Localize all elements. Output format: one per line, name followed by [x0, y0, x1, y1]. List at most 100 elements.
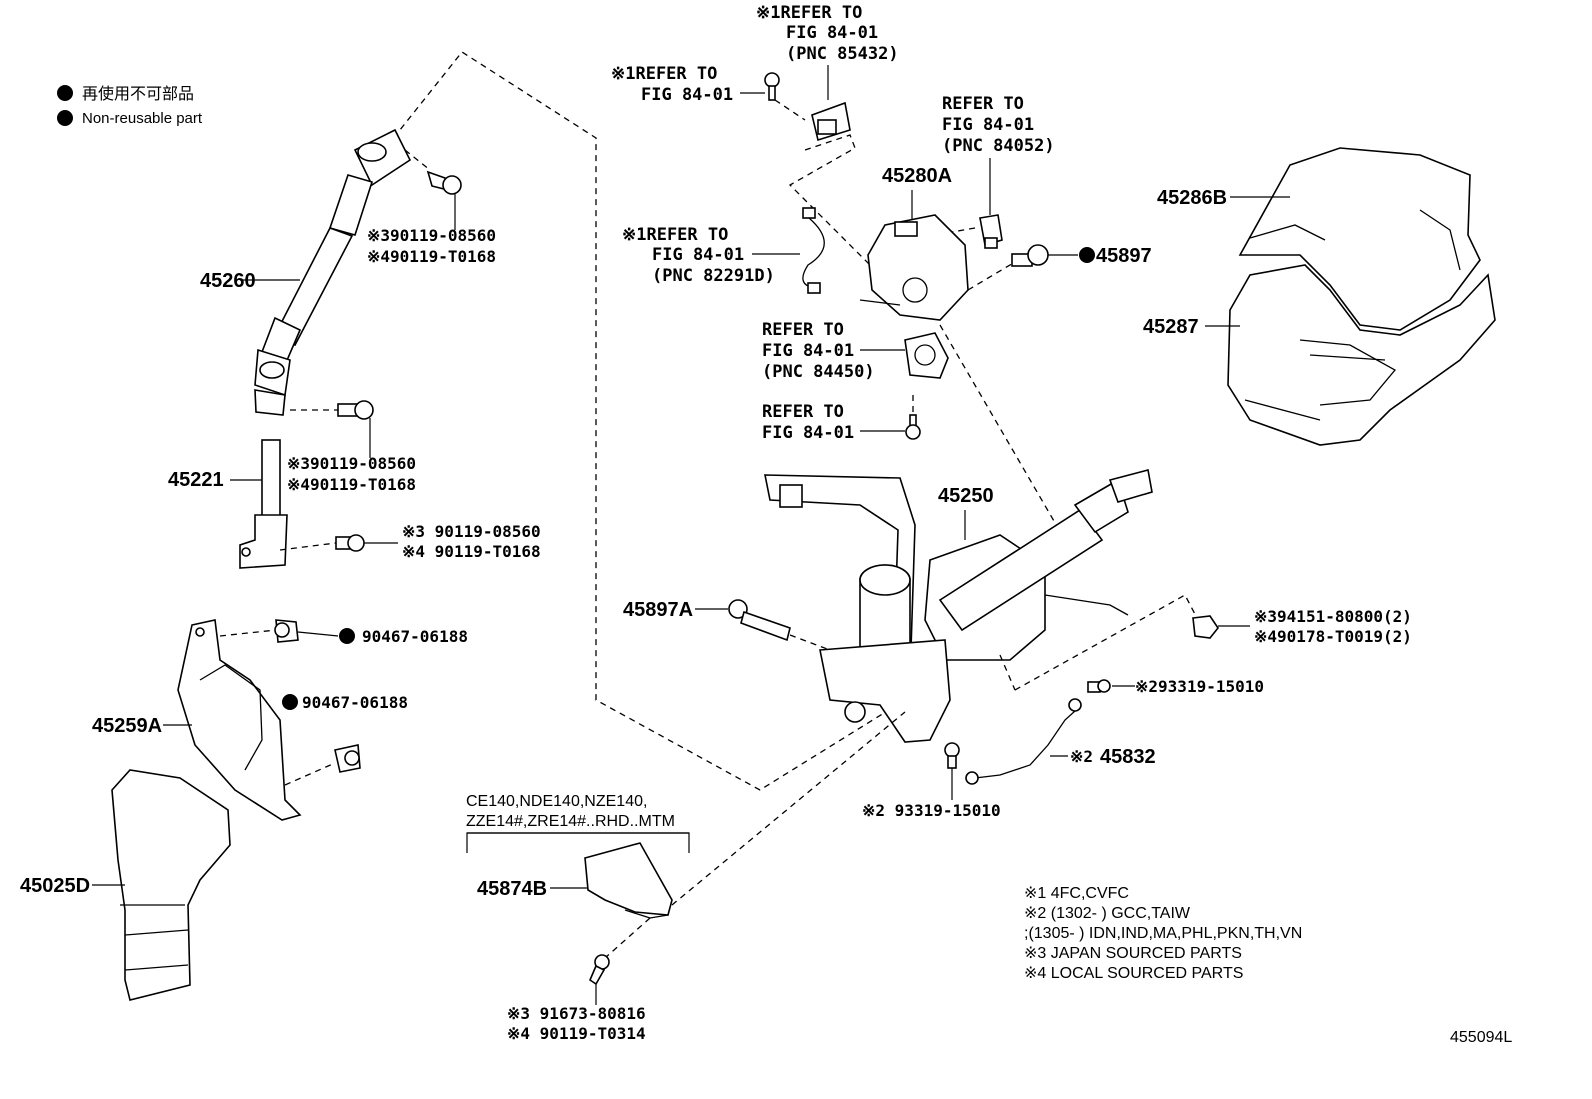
- footnotes: ※1 4FC,CVFC ※2 (1302- ) GCC,TAIW ;(1305-…: [1024, 885, 1302, 982]
- non-reusable-bullet-icon: [57, 110, 73, 126]
- bolt-icon: [1087, 679, 1111, 693]
- part-45259A: 45259A: [92, 715, 162, 737]
- steering-column-45250: [764, 469, 1153, 743]
- assembly-dashed-line: [379, 51, 906, 791]
- reference-text: (PNC 85432): [786, 44, 899, 64]
- bolt-label: ※2 93319-15010: [862, 801, 1001, 820]
- bolt-icon: [944, 742, 960, 769]
- reference-text: FIG 84-01: [786, 23, 878, 43]
- screw-icon: [589, 954, 610, 986]
- bolt-label: ※490119-T0168: [287, 475, 416, 494]
- reference-text: REFER TO: [942, 94, 1024, 114]
- intermediate-shaft-45260: [254, 128, 412, 416]
- part-45280A: 45280A: [882, 165, 952, 187]
- bolt-icon: [337, 400, 374, 420]
- reference-text: FIG 84-01: [762, 423, 854, 443]
- non-reusable-bullet-icon: [1079, 247, 1095, 263]
- non-reusable-bullet-icon: [339, 628, 355, 644]
- dashed-line: [939, 324, 1066, 541]
- reference-text: FIG 84-01: [762, 341, 854, 361]
- reference-text: (PNC 84052): [942, 136, 1055, 156]
- cover-45259A: [177, 619, 302, 821]
- dashed-line: [774, 99, 806, 121]
- part-45221: 45221: [168, 469, 224, 491]
- reference-text: (PNC 82291D): [652, 266, 775, 286]
- dashed-line: [789, 634, 831, 651]
- bolt-label: ※390119-08560: [367, 226, 496, 245]
- part-45874B: 45874B: [477, 878, 547, 900]
- reference-text: ※1REFER TO: [622, 225, 728, 245]
- screw-icon: [764, 72, 780, 101]
- part-45287: 45287: [1143, 316, 1199, 338]
- clip-label: 90467-06188: [362, 627, 468, 646]
- reference-text: FIG 84-01: [652, 245, 744, 265]
- wire-prefix: ※2: [1070, 747, 1093, 766]
- nut-label: ※394151-80800(2): [1254, 607, 1412, 626]
- clip-icon: [334, 744, 361, 773]
- dashed-line: [279, 542, 337, 551]
- reference-text: FIG 84-01: [942, 115, 1034, 135]
- transponder-84450: [904, 332, 949, 379]
- bolt-label: ※390119-08560: [287, 454, 416, 473]
- footnote: ※1 4FC,CVFC: [1024, 885, 1129, 902]
- sensor-component-84052: [979, 214, 1003, 249]
- non-reusable-bullet-icon: [282, 694, 298, 710]
- nut-label: ※490178-T0019(2): [1254, 627, 1412, 646]
- bracket-line: [466, 832, 690, 853]
- reference-text: REFER TO: [762, 402, 844, 422]
- reference-text: ※1REFER TO: [756, 3, 862, 23]
- bolt-label: ※3 91673-80816: [507, 1004, 646, 1023]
- part-45897A: 45897A: [623, 599, 693, 621]
- dashed-line: [219, 629, 277, 637]
- dashed-line: [967, 261, 1016, 291]
- wire-harness-82291D: [802, 207, 825, 294]
- bolt-45897A: [728, 599, 791, 642]
- bolt-label: ※293319-15010: [1135, 677, 1264, 696]
- reference-text: (PNC 84450): [762, 362, 875, 382]
- dashed-line: [1014, 594, 1199, 691]
- model-note: ZZE14#,ZRE14#..RHD..MTM: [466, 813, 675, 830]
- non-reusable-bullet-icon: [57, 85, 73, 101]
- bolt-icon: [426, 170, 462, 195]
- legend: 再使用不可部品 Non-reusable part: [57, 85, 203, 127]
- bracket-45874B: [584, 842, 673, 919]
- lock-housing-45280A: [859, 214, 969, 321]
- bolt-label: ※4 90119-T0168: [402, 542, 541, 561]
- drawing-id: 455094L: [1450, 1029, 1512, 1046]
- footnote: ※4 LOCAL SOURCED PARTS: [1024, 965, 1243, 982]
- bolt-label: ※4 90119-T0314: [507, 1024, 646, 1043]
- bolt-label: ※3 90119-08560: [402, 522, 541, 541]
- dashed-line: [404, 149, 431, 171]
- screw-icon: [905, 414, 921, 440]
- model-note: CE140,NDE140,NZE140,: [466, 793, 647, 810]
- dashed-line: [788, 134, 871, 266]
- reference-text: REFER TO: [762, 320, 844, 340]
- column-cover-45286B: [1238, 147, 1481, 331]
- shaft-45221: [239, 439, 288, 569]
- reference-text: ※1REFER TO: [611, 64, 717, 84]
- part-45260: 45260: [200, 270, 256, 292]
- footnote: ;(1305- ) IDN,IND,MA,PHL,PKN,TH,VN: [1024, 925, 1302, 942]
- part-45250: 45250: [938, 485, 994, 507]
- legend-en: Non-reusable part: [82, 110, 203, 127]
- dashed-line: [284, 762, 336, 786]
- clip-label: 90467-06188: [302, 693, 408, 712]
- part-45286B: 45286B: [1157, 187, 1227, 209]
- part-45897: 45897: [1096, 245, 1152, 267]
- switch-component-85432: [811, 101, 851, 142]
- dashed-line: [604, 917, 651, 959]
- part-45025D: 45025D: [20, 875, 90, 897]
- leader-line: [297, 631, 339, 637]
- clip-icon: [274, 619, 299, 643]
- column-cover-45287: [1227, 264, 1496, 446]
- nut-icon: [1192, 615, 1219, 639]
- legend-ja: 再使用不可部品: [82, 85, 194, 103]
- ground-wire-45832: [965, 698, 1082, 785]
- footnote: ※2 (1302- ) GCC,TAIW: [1024, 905, 1191, 922]
- footnote: ※3 JAPAN SOURCED PARTS: [1024, 945, 1242, 962]
- bolt-icon: [1011, 244, 1049, 267]
- bolt-icon: [335, 534, 365, 552]
- reference-text: FIG 84-01: [641, 85, 733, 105]
